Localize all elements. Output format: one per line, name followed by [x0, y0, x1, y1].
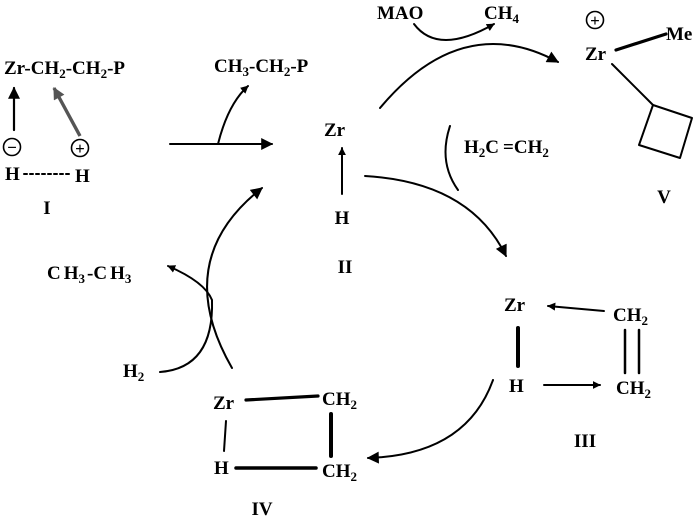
structure-II: Zr H II: [324, 120, 352, 278]
arrow-I-plus-to-ch2: [52, 86, 82, 137]
ch2-bottom-III: CH2: [616, 378, 651, 401]
zirconium-II: Zr: [324, 120, 346, 141]
arrow-III-to-IV: [366, 379, 494, 464]
hydrogen-left-I: H: [5, 164, 20, 185]
ethyl-p-product: CH3-CH2-P: [214, 56, 309, 79]
arrow-II-to-III: [364, 175, 507, 258]
arrow-II-to-V: [379, 43, 560, 109]
arrow-mao-in-ch4-out: [413, 23, 495, 41]
hydrogen-IV: H: [214, 458, 229, 479]
structure-I: Zr-CH2-CH2-P − + H H I: [2, 58, 125, 219]
structure-V: + Zr Me V: [585, 10, 693, 208]
structure-IV: Zr CH2 H CH2 IV: [213, 389, 357, 520]
ch2-top-III: CH2: [613, 305, 648, 328]
ch2-bottom-IV: CH2: [322, 461, 357, 484]
structure-III: Zr CH2 H CH2 III: [504, 295, 651, 452]
hydrogen-III: H: [509, 376, 524, 397]
hydrogen-gas-reagent: H2: [123, 361, 144, 384]
arrow-III-ch2-to-zr: [547, 302, 605, 312]
mao-reagent: MAO: [377, 3, 423, 24]
label-I: I: [43, 198, 50, 219]
label-V: V: [657, 187, 671, 208]
minus-charge-sign-I: −: [7, 138, 17, 157]
arrow-IV-to-II: [206, 187, 263, 369]
arrow-release-ethyl-p: [217, 85, 249, 145]
bond-zr-ch2-IV: [244, 394, 320, 402]
ch2-top-IV: CH2: [322, 389, 357, 412]
zirconium-III: Zr: [504, 295, 526, 316]
bond-zr-me: [614, 32, 668, 52]
bond-zr-cyclobutyl: [611, 63, 654, 106]
ethylene-reagent: H2C=CH2: [464, 137, 549, 160]
plus-charge-sign-V: +: [590, 11, 600, 30]
plus-charge-sign-I: +: [75, 139, 85, 158]
cyclobutane-ring: [638, 104, 693, 159]
zirconium-IV: Zr: [213, 393, 235, 414]
plus-charge-circle-I: [70, 138, 90, 158]
arrow-h2-in-ethane-out: [159, 265, 214, 373]
label-IV: IV: [251, 499, 272, 520]
minus-charge-circle-I: [2, 137, 22, 157]
label-III: III: [574, 431, 596, 452]
hydrogen-right-I: H: [75, 166, 90, 187]
methyl-V: Me: [666, 24, 692, 45]
methane-product: CH4: [484, 3, 520, 26]
plus-charge-circle-V: [585, 10, 605, 30]
structure-I-formula: Zr-CH2-CH2-P: [4, 58, 125, 81]
hydrogen-II: H: [335, 208, 350, 229]
label-II: II: [338, 257, 353, 278]
zirconium-V: Zr: [585, 44, 607, 65]
arrow-ethylene-in: [444, 125, 459, 191]
bond-zr-h-IV: [223, 420, 227, 452]
